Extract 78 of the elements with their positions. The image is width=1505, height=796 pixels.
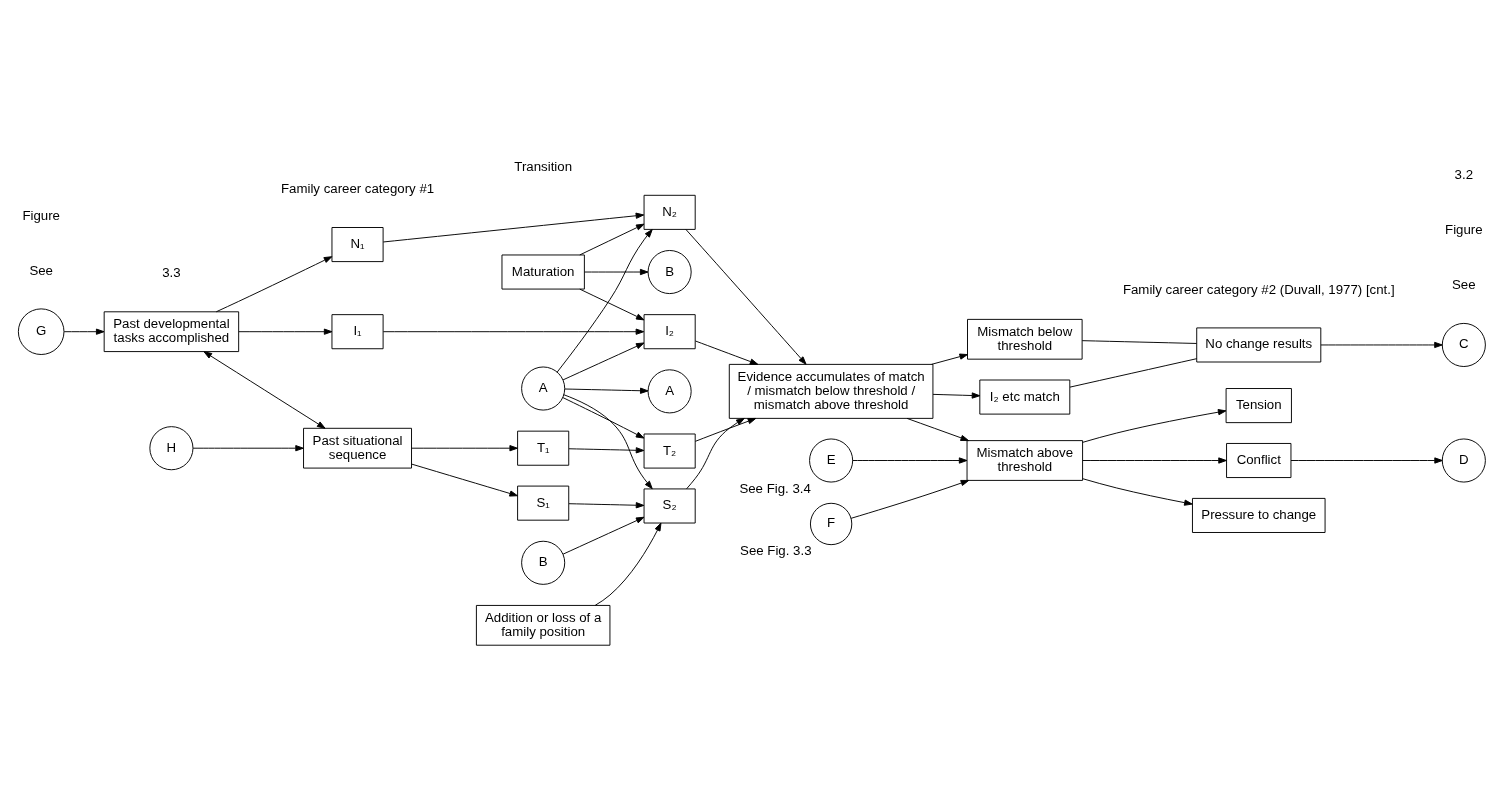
node-circle: B: [647, 250, 692, 295]
connector: [1081, 340, 1198, 344]
node-box: Past developmental tasks accomplished: [103, 311, 240, 353]
arrow: [932, 392, 981, 399]
arrow: [556, 229, 653, 373]
arrow: [906, 417, 969, 442]
arrow: [562, 516, 645, 555]
node-box: I₁: [331, 314, 384, 350]
label: Figure: [22, 207, 60, 223]
node-circle: G: [17, 308, 65, 355]
node-box: Conflict: [1226, 443, 1292, 479]
connector: [1069, 358, 1198, 388]
node-box: Past situational sequence: [303, 427, 412, 469]
node-box: Mismatch above threshold: [966, 440, 1084, 481]
arrow: [382, 328, 645, 335]
arrow: [579, 223, 645, 256]
arrow: [594, 522, 662, 606]
node-circle: C: [1441, 322, 1486, 367]
node-label: See Fig. 3.4: [739, 480, 811, 496]
arrow: [562, 342, 645, 381]
node-circle: F: [809, 502, 853, 546]
arrow: [695, 340, 759, 365]
node-box: N₂: [643, 194, 696, 230]
arrow: [686, 417, 745, 490]
arrow: [562, 397, 645, 439]
node-circle: D: [1441, 438, 1486, 483]
node-box: T₁: [517, 430, 570, 466]
node-box: I₂ etc match: [979, 379, 1071, 415]
label: 3.2: [1454, 166, 1474, 182]
label: Transition: [514, 159, 573, 175]
arrow: [850, 479, 970, 519]
arrow: [1290, 457, 1443, 464]
label: See: [29, 262, 53, 278]
node-box: Maturation: [501, 254, 585, 290]
arrow: [568, 502, 645, 509]
node-box: Tension: [1225, 388, 1292, 424]
node-label: See Fig. 3.3: [740, 543, 812, 559]
node-box: No change results: [1196, 327, 1322, 363]
arrow: [238, 328, 333, 335]
arrow: [63, 328, 105, 335]
arrow: [1082, 409, 1227, 443]
node-circle: B: [521, 540, 566, 585]
node-circle: H: [149, 426, 194, 471]
arrow: [563, 394, 653, 490]
arrow: [685, 229, 807, 365]
arrow: [382, 212, 645, 243]
node-box: T₂: [643, 433, 696, 469]
arrow: [568, 447, 645, 454]
label: Family career category #1: [280, 181, 435, 197]
arrow: [1082, 457, 1227, 464]
arrow: [1320, 341, 1443, 349]
node-box: N₁: [331, 227, 384, 263]
node-box: Pressure to change: [1192, 497, 1326, 533]
node-box: Evidence accumulates of match / mismatch below threshold / mismatch above threshold: [728, 363, 934, 419]
arrow: [215, 256, 333, 313]
arrow: [203, 351, 326, 429]
arrow: [931, 353, 968, 365]
arrow: [579, 288, 645, 321]
node-circle: E: [809, 438, 854, 483]
node-box: Addition or loss of a family position: [475, 604, 611, 646]
arrow: [411, 445, 518, 452]
label: Figure: [1445, 221, 1483, 237]
arrow: [411, 463, 518, 497]
label: 3.3: [162, 265, 181, 281]
label: See: [1452, 276, 1476, 292]
arrow: [852, 457, 968, 464]
arrow: [584, 268, 649, 276]
node-circle: A: [521, 366, 566, 411]
node-box: S₁: [517, 485, 570, 521]
node-box: Mismatch below threshold: [967, 318, 1083, 360]
arrow: [1082, 478, 1193, 506]
arrow: [192, 445, 304, 452]
arrow: [564, 387, 649, 394]
node-box: I₂: [643, 314, 696, 350]
arrow: [694, 417, 757, 442]
node-box: S₂: [643, 488, 696, 524]
node-circle: A: [647, 369, 692, 414]
label: Family career category #2 (Duvall, 1977) [cnt.]: [1122, 281, 1395, 297]
